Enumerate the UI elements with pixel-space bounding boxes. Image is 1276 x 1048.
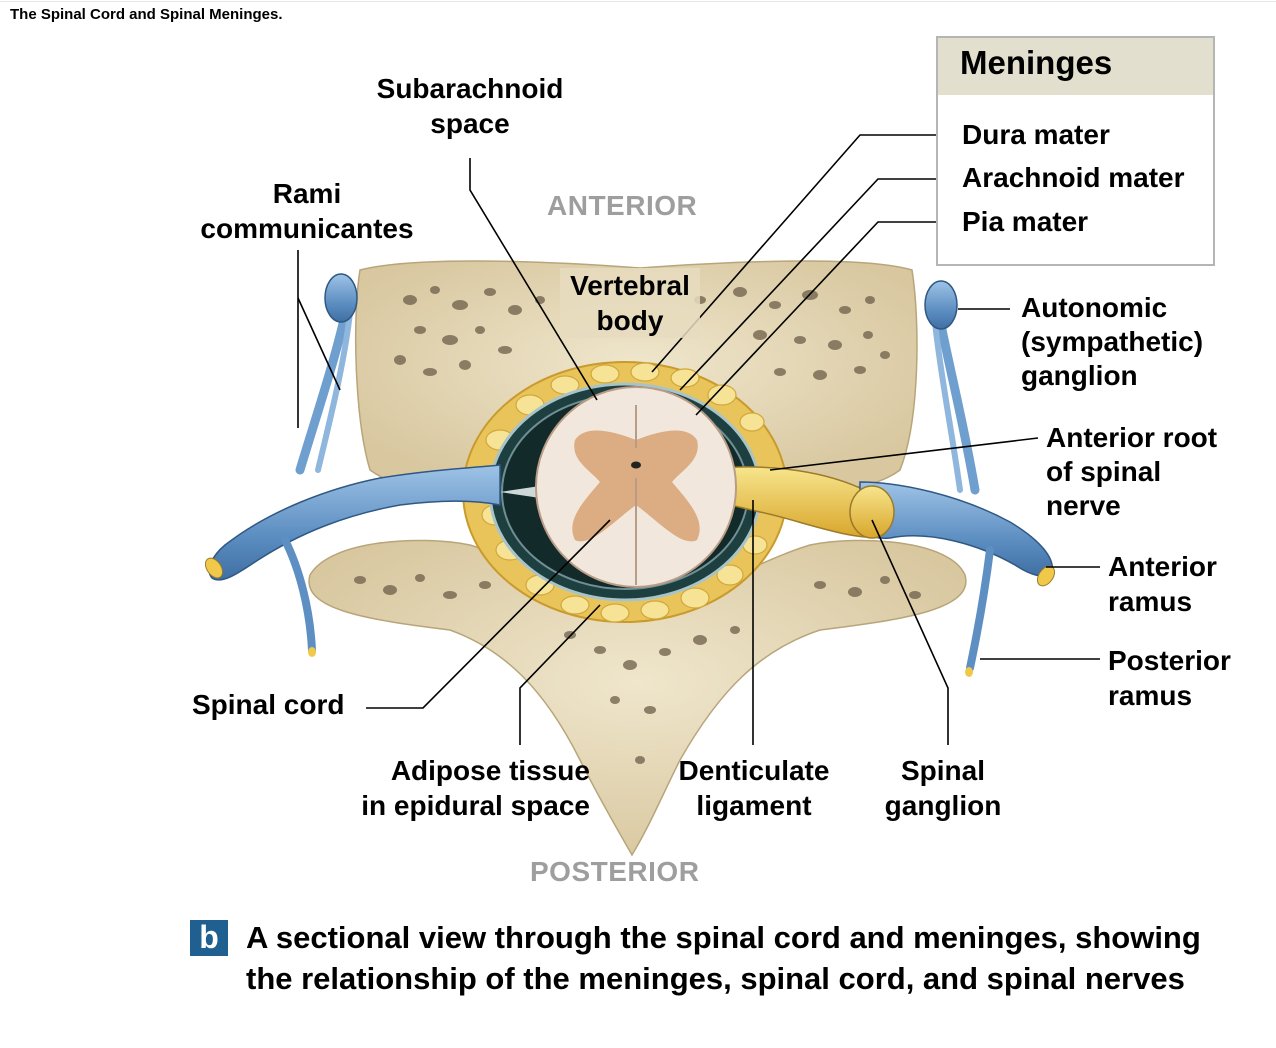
meninges-legend-header: Meninges	[938, 38, 1213, 95]
leader-dura	[651, 134, 950, 373]
autonomic-ganglion-label: Autonomic(sympathetic)ganglion	[1021, 292, 1204, 391]
top-divider	[0, 1, 1276, 2]
anterior-ramus-left-cut	[204, 557, 224, 579]
denticulate-ligament-left	[500, 486, 540, 498]
autonomic-ganglion-left	[324, 273, 358, 323]
posterior-ramus-left	[281, 536, 316, 654]
leader-pia	[695, 221, 950, 416]
arachnoid-mater-label: Arachnoid mater	[962, 162, 1185, 193]
leader-spinal-ganglion	[871, 519, 949, 745]
leader-arachnoid	[679, 178, 950, 391]
central-canal	[631, 461, 641, 469]
caption-badge: b	[190, 920, 228, 956]
page-title: The Spinal Cord and Spinal Meninges.	[10, 6, 283, 23]
rami-communicantes-left	[295, 310, 350, 475]
leader-rami-left-2	[297, 297, 341, 391]
spinal-ganglion	[849, 485, 895, 539]
posterior-ramus-right	[966, 546, 994, 672]
figure-caption: A sectional view through the spinal cord…	[246, 920, 1201, 996]
leader-spinal-cord	[366, 519, 611, 709]
leader-adipose	[519, 604, 601, 745]
posterior-label: POSTERIOR	[530, 856, 700, 887]
meninges-legend: Meninges	[936, 36, 1215, 266]
leader-subarachnoid	[469, 158, 598, 401]
dura-mater-label: Dura mater	[962, 119, 1110, 150]
rami-communicantes-right	[935, 315, 980, 495]
leader-lines	[297, 134, 1100, 745]
meninges-legend-title: Meninges	[960, 44, 1113, 81]
leader-anterior-root	[769, 437, 1039, 471]
pia-mater-label: Pia mater	[962, 206, 1089, 237]
bone-pores	[354, 286, 921, 764]
spinal-cord-label: Spinal cord	[192, 689, 345, 720]
spinal-nerve-left	[208, 464, 501, 581]
autonomic-ganglion-right	[924, 280, 958, 330]
anterior-label: ANTERIOR	[547, 190, 698, 221]
